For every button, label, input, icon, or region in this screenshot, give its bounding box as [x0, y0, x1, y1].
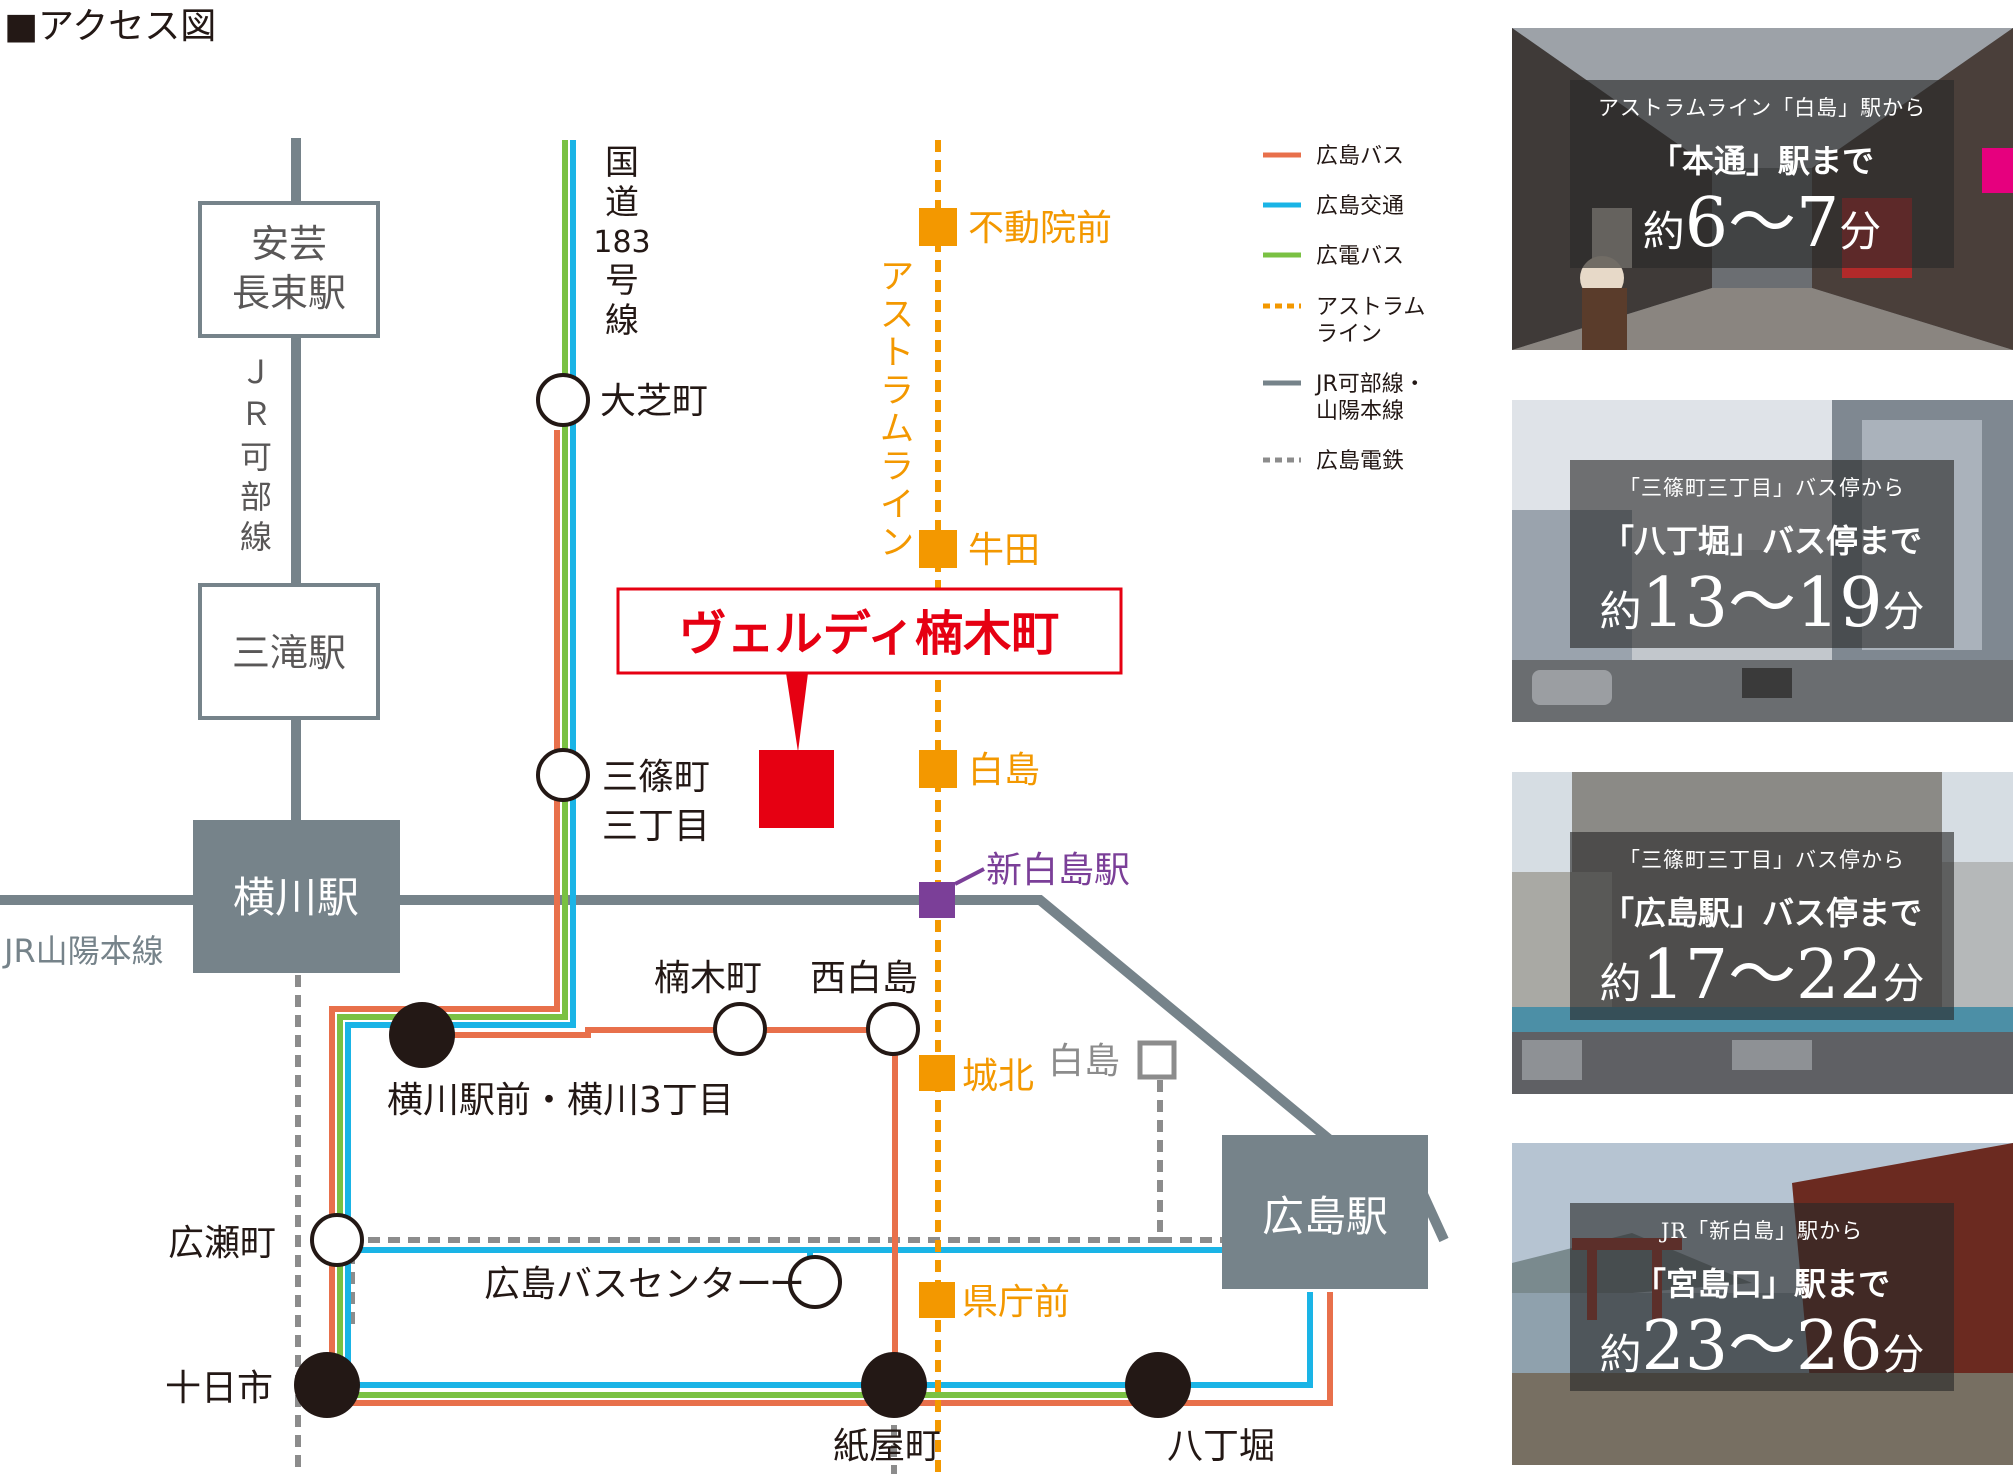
photo-hondori: アストラムライン「白島」駅から 「本通」駅まで 約6～7分 — [1512, 28, 2013, 350]
svg-text:183: 183 — [593, 225, 650, 260]
photo-hiroshima-station: 「三篠町三丁目」バス停から 「広島駅」バス停まで 約17～22分 — [1512, 772, 2013, 1094]
photo-caption-miyajimaguchi: JR「新白島」駅から 「宮島口」駅まで 約23～26分 — [1570, 1203, 1954, 1391]
svg-text:広島駅: 広島駅 — [1262, 1192, 1388, 1241]
svg-text:Ｒ: Ｒ — [240, 395, 272, 433]
svg-text:八丁堀: 八丁堀 — [1167, 1426, 1275, 1467]
bus-stop-bus-center[interactable]: 広島バスセンター ー — [484, 1255, 842, 1309]
photo-caption-hatchobori: 「三篠町三丁目」バス停から 「八丁堀」バス停まで 約13～19分 — [1570, 460, 1954, 648]
svg-text:号: 号 — [605, 261, 639, 301]
astram-station-shin-hakushima[interactable]: 新白島駅 — [919, 850, 1130, 918]
svg-text:ラ: ラ — [880, 371, 914, 411]
svg-text:ヴェルディ楠木町: ヴェルディ楠木町 — [679, 606, 1060, 662]
svg-text:横川駅前・横川3丁目: 横川駅前・横川3丁目 — [387, 1080, 734, 1121]
astram-station-hakushima[interactable]: 白島 — [919, 750, 1040, 791]
svg-text:西白島: 西白島 — [810, 958, 918, 999]
svg-text:山陽本線: 山陽本線 — [1316, 399, 1404, 424]
svg-text:ム: ム — [880, 409, 914, 449]
bus-stop-kusunoki[interactable]: 楠木町 — [654, 958, 767, 1056]
route-183-label: 国 道 183 号 線 — [593, 143, 650, 341]
astram-station-fudoin[interactable]: 不動院前 — [919, 208, 1112, 249]
svg-text:ス: ス — [880, 295, 914, 335]
svg-text:国: 国 — [605, 143, 639, 183]
svg-text:白島: 白島 — [968, 750, 1040, 791]
station-box-mitaki[interactable]: 三滝駅 — [198, 583, 380, 720]
legend-label-astram: アストラム — [1316, 295, 1425, 320]
legend-label-hiroden: 広電バス — [1316, 244, 1404, 269]
route-hiroden — [337, 140, 1160, 1398]
bus-stop-nishi-hakushima[interactable]: 西白島 — [810, 958, 920, 1056]
jr-kabe-line-label: Ｊ Ｒ 可 部 線 — [240, 353, 272, 556]
stop-kamiyacho[interactable]: 紙屋町 — [833, 1352, 941, 1467]
photo-caption-hondori: アストラムライン「白島」駅から 「本通」駅まで 約6～7分 — [1570, 80, 1954, 268]
property-marker — [759, 750, 834, 828]
svg-text:城北: 城北 — [962, 1056, 1034, 1097]
jr-sanyo-line-label: JR山陽本線 — [2, 932, 164, 970]
svg-text:線: 線 — [240, 518, 272, 556]
astram-station-johoku[interactable]: 城北 — [919, 1055, 1034, 1097]
svg-text:広島バスセンター: 広島バスセンター — [484, 1264, 772, 1305]
stop-hatchobori[interactable]: 八丁堀 — [1125, 1352, 1275, 1467]
legend-label-tram: 広島電鉄 — [1316, 449, 1404, 474]
svg-text:ライン: ライン — [1316, 322, 1382, 347]
svg-text:白島: 白島 — [1048, 1041, 1120, 1082]
svg-text:三丁目: 三丁目 — [602, 806, 710, 847]
svg-text:道: 道 — [605, 183, 639, 223]
svg-text:ー: ー — [769, 1264, 805, 1305]
svg-text:長束駅: 長束駅 — [232, 271, 346, 315]
tram-stop-hakushima[interactable]: 白島 — [1048, 1040, 1177, 1082]
route-hiroshima-bus-branch — [430, 1027, 898, 1395]
svg-text:紙屋町: 紙屋町 — [833, 1426, 941, 1467]
legend-label-jr: JR可部線・ — [1314, 372, 1426, 397]
svg-text:三滝駅: 三滝駅 — [232, 631, 346, 675]
svg-text:線: 線 — [605, 301, 639, 341]
station-box-hiroshima[interactable]: 広島駅 — [1222, 1135, 1428, 1289]
svg-text:新白島駅: 新白島駅 — [986, 850, 1130, 891]
svg-text:ン: ン — [880, 523, 914, 563]
photo-hatchobori: 「三篠町三丁目」バス停から 「八丁堀」バス停まで 約13～19分 — [1512, 400, 2013, 722]
svg-text:安芸: 安芸 — [251, 222, 327, 266]
svg-text:部: 部 — [240, 478, 272, 516]
svg-text:不動院前: 不動院前 — [968, 208, 1112, 249]
svg-text:大芝町: 大芝町 — [600, 381, 708, 422]
station-box-yokogawa[interactable]: 横川駅 — [193, 820, 400, 973]
astram-station-ushita[interactable]: 牛田 — [919, 530, 1040, 571]
bus-stop-ohshiba[interactable]: 大芝町 — [536, 373, 708, 427]
astram-station-kenchomae[interactable]: 県庁前 — [919, 1282, 1070, 1323]
station-box-aki-nagatsuka[interactable]: 安芸 長束駅 — [198, 201, 380, 338]
svg-text:Ｊ: Ｊ — [240, 353, 272, 391]
svg-text:横川駅: 横川駅 — [233, 873, 359, 922]
photo-miyajimaguchi: JR「新白島」駅から 「宮島口」駅まで 約23～26分 — [1512, 1143, 2013, 1465]
svg-text:三篠町: 三篠町 — [602, 757, 710, 798]
svg-text:県庁前: 県庁前 — [962, 1282, 1070, 1323]
svg-text:十日市: 十日市 — [165, 1368, 273, 1409]
legend-label-kotsu: 広島交通 — [1316, 194, 1404, 219]
map-title: ■アクセス図 — [4, 6, 216, 47]
svg-text:イ: イ — [880, 485, 914, 525]
bus-stop-misasa[interactable]: 三篠町 三丁目 — [536, 748, 710, 847]
legend: 広島バス 広島交通 広電バス アストラム ライン JR可部線・ 山陽本線 広島電… — [1263, 144, 1426, 474]
astram-line-label: ア ス ト ラ ム ラ イ ン — [880, 257, 914, 563]
svg-text:牛田: 牛田 — [968, 530, 1040, 571]
svg-text:ア: ア — [880, 257, 914, 297]
stop-tokaichi[interactable]: 十日市 — [165, 1352, 360, 1418]
photo-caption-hiroshima-station: 「三篠町三丁目」バス停から 「広島駅」バス停まで 約17～22分 — [1570, 832, 1954, 1020]
svg-text:広瀬町: 広瀬町 — [168, 1223, 276, 1264]
route-hiroshima-bus — [329, 430, 1333, 1406]
svg-text:楠木町: 楠木町 — [654, 958, 762, 999]
svg-text:ラ: ラ — [880, 447, 914, 487]
svg-text:可: 可 — [240, 438, 272, 476]
bus-stop-hirose[interactable]: 広瀬町 — [168, 1213, 364, 1267]
legend-label-hiroshima-bus: 広島バス — [1316, 144, 1404, 169]
stop-yokogawa-ekimae[interactable]: 横川駅前・横川3丁目 — [387, 1002, 734, 1121]
property-callout[interactable]: ヴェルディ楠木町 — [616, 587, 1123, 828]
svg-text:ト: ト — [880, 333, 914, 373]
